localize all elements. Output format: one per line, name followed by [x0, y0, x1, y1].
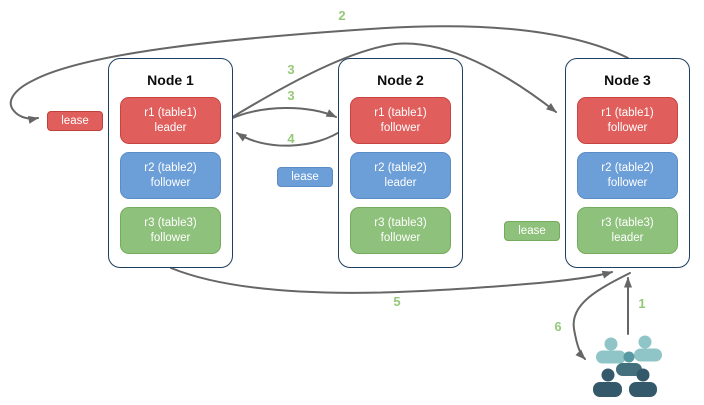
flow-label-2: 2 [338, 8, 346, 23]
node-2-title: Node 2 [377, 72, 424, 88]
replica-name: r2 (table2) [601, 162, 654, 174]
node-1-replica-r3: r3 (table3) follower [120, 207, 221, 254]
arrow-step2-node3-to-lease1 [9, 25, 629, 124]
node-3-box: Node 3 r1 (table1) follower r2 (table2) … [565, 58, 690, 268]
replica-name: r3 (table3) [601, 217, 654, 229]
node-3-title: Node 3 [604, 72, 651, 88]
users-group-icon [593, 335, 662, 397]
replica-role: follower [607, 176, 648, 189]
replica-name: r1 (table1) [601, 107, 654, 119]
replica-name: r1 (table1) [374, 107, 427, 119]
replica-name: r1 (table1) [144, 107, 197, 119]
lease-badge-table1: lease [47, 111, 103, 131]
lease-badge-table3: lease [504, 221, 560, 241]
replica-role: leader [611, 231, 644, 244]
flow-label-6: 6 [554, 319, 562, 334]
replica-role: follower [607, 121, 648, 134]
flow-label-3b: 3 [287, 88, 295, 103]
node-1-replica-r2: r2 (table2) follower [120, 152, 221, 199]
node-1-replica-r1: r1 (table1) leader [120, 97, 221, 144]
replica-role: follower [380, 231, 421, 244]
node-2-box: Node 2 r1 (table1) follower r2 (table2) … [338, 58, 463, 268]
arrow-step3-node1-to-node2 [227, 107, 337, 121]
replica-role: follower [380, 121, 421, 134]
node-1-box: Node 1 r1 (table1) leader r2 (table2) fo… [108, 58, 233, 268]
arrow-step3-node1-to-node3 [225, 42, 557, 122]
flow-label-5: 5 [393, 294, 401, 309]
replica-name: r2 (table2) [374, 162, 427, 174]
flow-label-3a: 3 [287, 62, 295, 77]
node-3-replica-r3: r3 (table3) leader [577, 207, 678, 254]
lease-badge-table2: lease [277, 167, 333, 187]
node-2-replica-r2: r2 (table2) leader [350, 152, 451, 199]
replica-role: leader [384, 176, 417, 189]
node-1-title: Node 1 [147, 72, 194, 88]
arrow-step4-node2-to-node1 [236, 128, 345, 147]
node-3-replica-r2: r2 (table2) follower [577, 152, 678, 199]
replica-name: r2 (table2) [144, 162, 197, 174]
replica-role: follower [150, 231, 191, 244]
arrow-step5-node1-to-node3 [170, 267, 613, 294]
node-2-replica-r3: r3 (table3) follower [350, 207, 451, 254]
replica-name: r3 (table3) [374, 217, 427, 229]
replica-name: r3 (table3) [144, 217, 197, 229]
arrow-step6-node3-to-users [572, 272, 631, 360]
flow-label-1: 1 [638, 296, 646, 311]
node-2-replica-r1: r1 (table1) follower [350, 97, 451, 144]
replica-role: follower [150, 176, 191, 189]
node-3-replica-r1: r1 (table1) follower [577, 97, 678, 144]
flow-label-4: 4 [287, 131, 295, 146]
replica-role: leader [154, 121, 187, 134]
